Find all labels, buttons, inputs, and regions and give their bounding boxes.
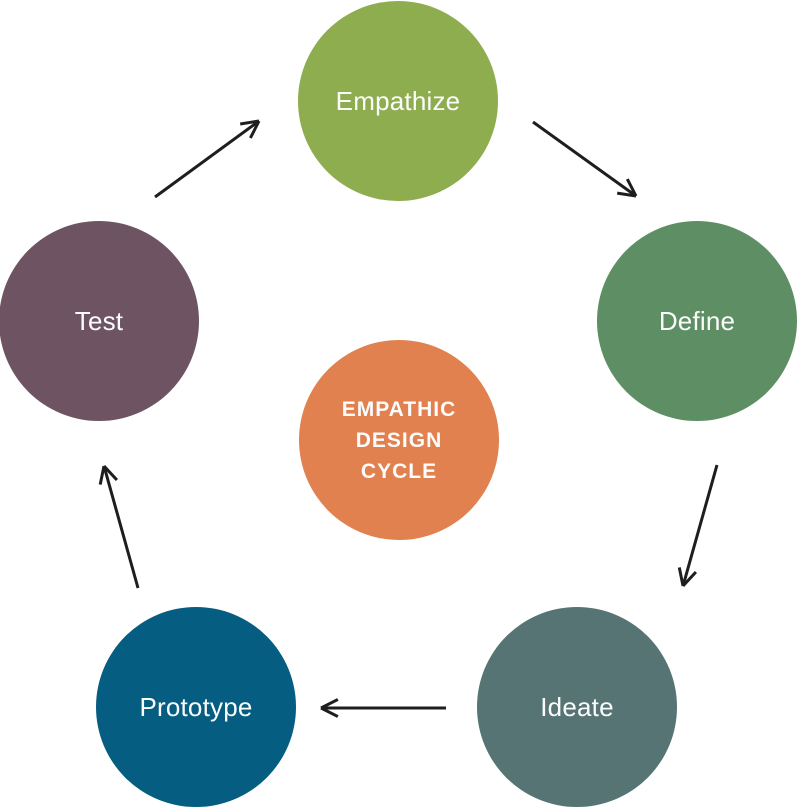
center-label-line-2: DESIGN xyxy=(355,428,443,452)
node-prototype-label: Prototype xyxy=(139,691,253,722)
arrow-head xyxy=(320,698,339,710)
node-prototype: Prototype xyxy=(96,607,296,807)
node-define: Define xyxy=(597,221,797,421)
node-center-label: EMPATHIC DESIGN CYCLE xyxy=(342,394,457,487)
node-define-label: Define xyxy=(658,305,736,336)
arrow-head xyxy=(320,706,339,718)
arrow-head xyxy=(625,178,638,197)
arrow-define-to-ideate xyxy=(681,464,719,587)
node-test-label: Test xyxy=(74,305,124,336)
arrow-head xyxy=(102,464,119,482)
node-empathize-label: Empathize xyxy=(335,85,461,116)
node-ideate: Ideate xyxy=(477,607,677,807)
node-test: Test xyxy=(0,221,199,421)
node-center: EMPATHIC DESIGN CYCLE xyxy=(299,340,499,540)
arrow-prototype-to-test xyxy=(102,465,140,589)
arrow-head xyxy=(98,465,106,485)
arrow-test-to-empathize xyxy=(154,119,260,199)
arrow-head xyxy=(249,120,261,139)
arrow-empathize-to-define xyxy=(532,120,637,198)
node-empathize: Empathize xyxy=(298,1,498,201)
node-ideate-label: Ideate xyxy=(540,691,614,722)
arrow-head xyxy=(677,567,685,587)
arrow-head xyxy=(681,570,698,588)
center-label-line-1: EMPATHIC xyxy=(341,397,457,421)
arrow-head xyxy=(239,119,260,126)
arrow-head xyxy=(616,191,637,198)
center-label-line-3: CYCLE xyxy=(360,459,438,483)
